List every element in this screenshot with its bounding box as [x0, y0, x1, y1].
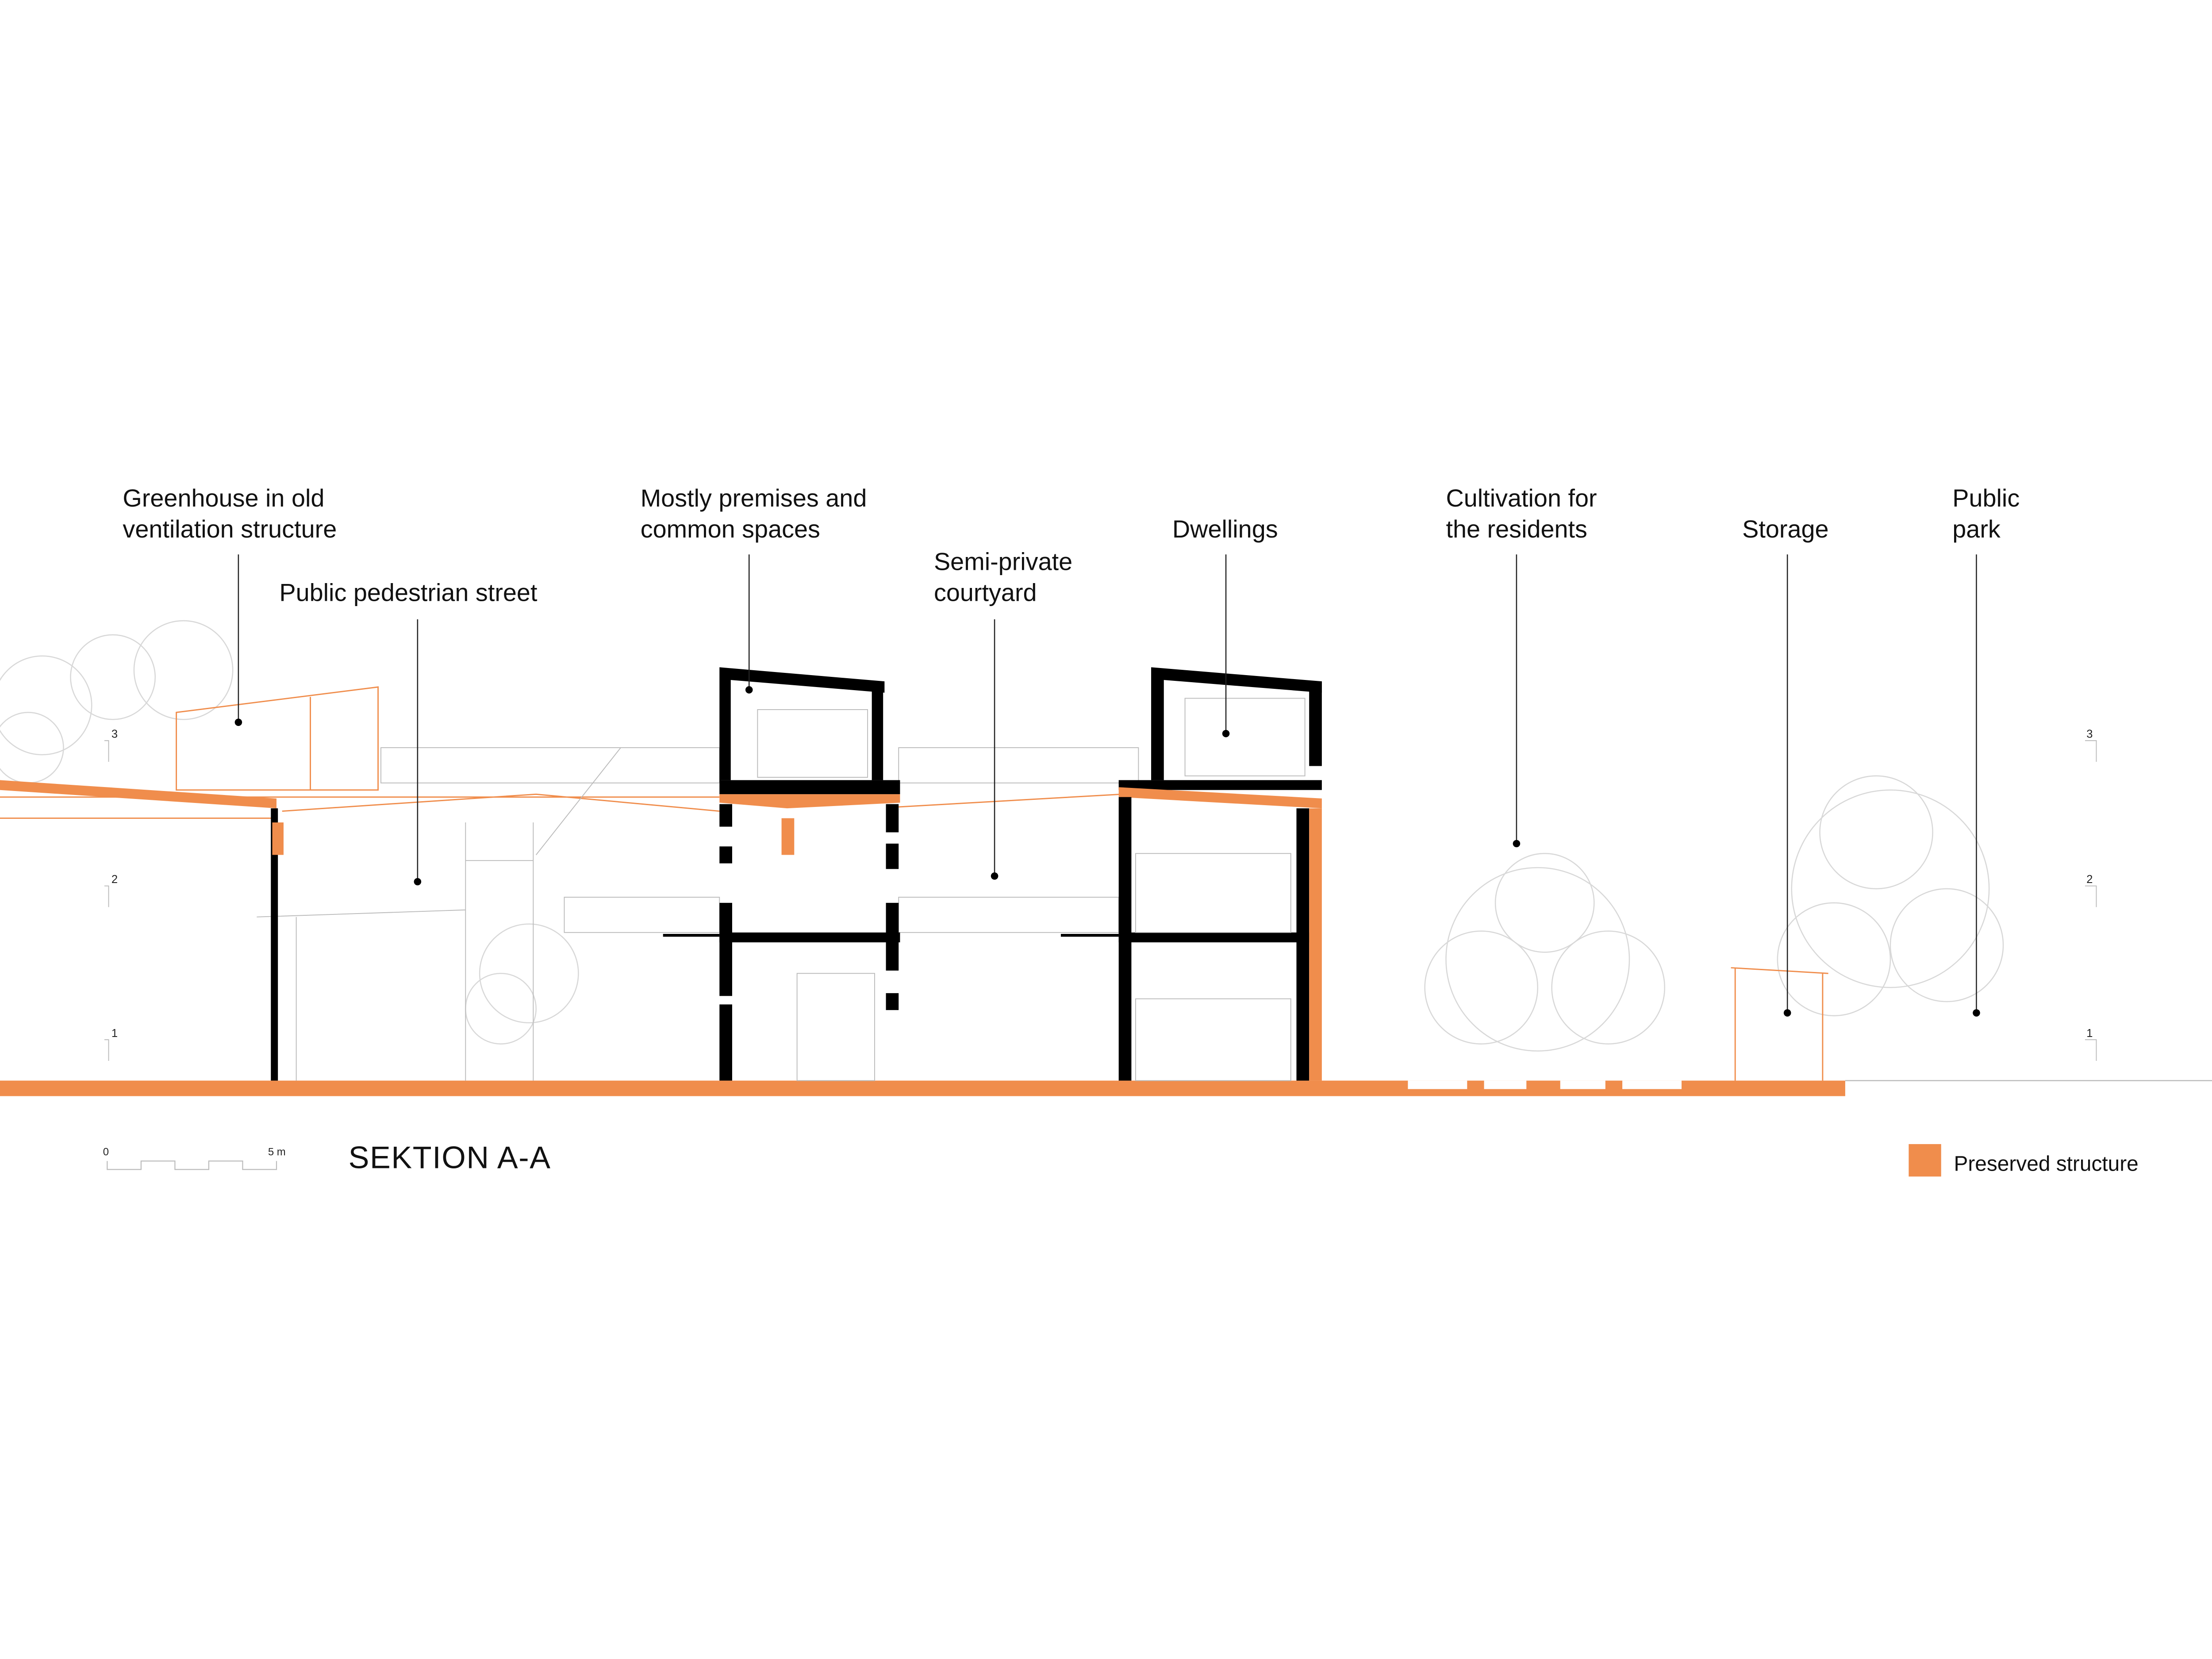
section-title: SEKTION A-A — [349, 1140, 551, 1175]
scale-start: 0 — [103, 1146, 109, 1158]
greenhouse-structure — [176, 686, 379, 791]
level-marker-2: 2 — [111, 873, 118, 886]
label-street: Public pedestrian street — [279, 578, 538, 886]
svg-text:the residents: the residents — [1446, 515, 1587, 543]
svg-text:Public pedestrian street: Public pedestrian street — [279, 578, 538, 606]
scale-bar: 0 5 m — [103, 1146, 286, 1170]
level-marker-3: 3 — [111, 728, 118, 741]
svg-text:park: park — [1952, 515, 2001, 543]
scale-end: 5 m — [268, 1146, 286, 1158]
legend-swatch-preserved — [1909, 1144, 1941, 1177]
svg-text:Storage: Storage — [1742, 515, 1828, 543]
dwellings-building — [1060, 667, 1322, 1081]
level-markers-left: 3 2 1 — [104, 728, 118, 1061]
level-marker-1: 1 — [111, 1027, 118, 1040]
label-park: Public park — [1952, 484, 2020, 1017]
svg-text:Cultivation for: Cultivation for — [1446, 484, 1597, 512]
label-cultivation: Cultivation for the residents — [1446, 484, 1597, 848]
label-dwellings: Dwellings — [1172, 515, 1278, 737]
level-marker-3: 3 — [2086, 728, 2093, 741]
storage-structure — [1731, 967, 1828, 1081]
svg-text:common spaces: common spaces — [641, 515, 820, 543]
svg-text:Dwellings: Dwellings — [1172, 515, 1278, 543]
label-premises: Mostly premises and common spaces — [641, 484, 867, 694]
level-marker-1: 1 — [2086, 1027, 2093, 1040]
level-marker-2: 2 — [2086, 873, 2093, 886]
preserved-ground-slab — [0, 1080, 1845, 1096]
premises-building — [663, 667, 900, 1081]
svg-text:Public: Public — [1952, 484, 2020, 512]
svg-text:ventilation structure: ventilation structure — [123, 515, 337, 543]
svg-text:Greenhouse in old: Greenhouse in old — [123, 484, 324, 512]
background-trees — [0, 620, 2004, 1052]
label-greenhouse: Greenhouse in old ventilation structure — [123, 484, 337, 726]
planters — [1408, 1080, 1682, 1089]
legend: Preserved structure — [1909, 1144, 2139, 1177]
preserved-building-left — [0, 780, 284, 1081]
street-canopy — [0, 747, 1139, 1081]
svg-text:Mostly premises and: Mostly premises and — [641, 484, 867, 512]
level-markers-right: 3 2 1 — [2085, 728, 2097, 1061]
svg-text:Semi-private: Semi-private — [934, 547, 1072, 575]
label-storage: Storage — [1742, 515, 1829, 1017]
svg-text:courtyard: courtyard — [934, 578, 1037, 606]
label-courtyard: Semi-private courtyard — [934, 547, 1072, 880]
legend-label: Preserved structure — [1954, 1152, 2138, 1176]
